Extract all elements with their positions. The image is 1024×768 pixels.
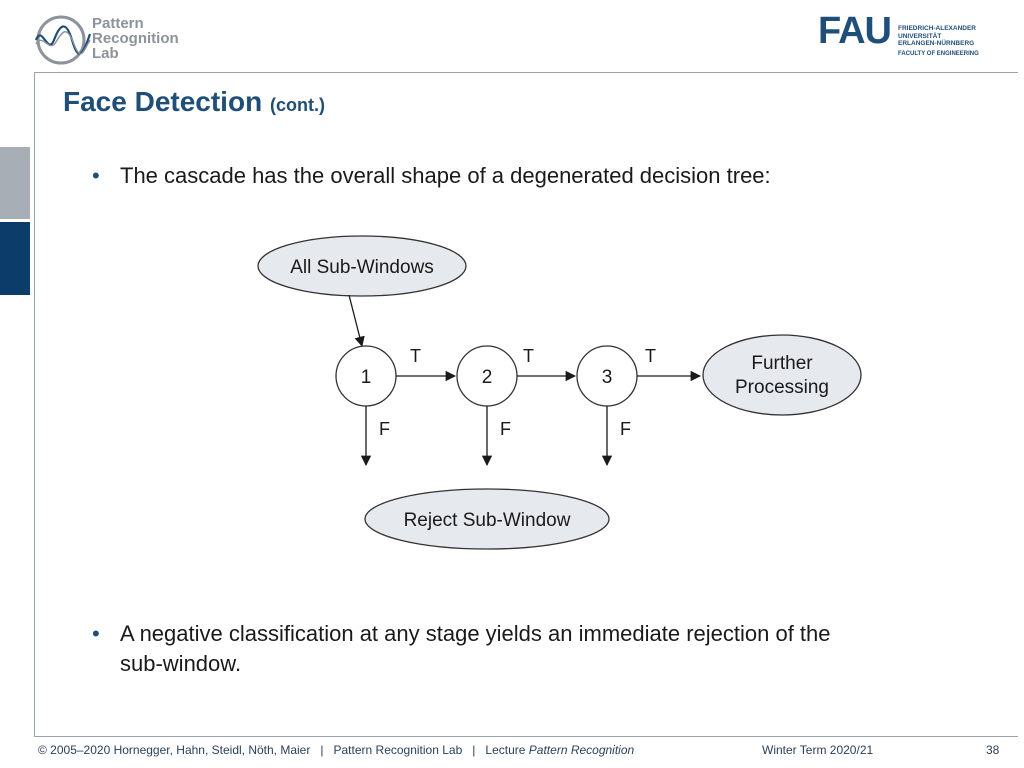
side-tab-gray xyxy=(0,147,30,219)
all-sub-windows-label: All Sub-Windows xyxy=(290,257,434,278)
stage-label-2: 2 xyxy=(482,367,493,388)
fau-logo: FAU FRIEDRICH-ALEXANDER UNIVERSITÄT ERLA… xyxy=(818,12,1008,60)
footer-credits-text: © 2005–2020 Hornegger, Hahn, Steidl, Nöt… xyxy=(38,743,311,757)
reject-sub-window-node xyxy=(364,488,610,550)
left-border xyxy=(34,72,35,737)
header-divider xyxy=(34,72,1018,73)
fau-uni-line: ERLANGEN-NÜRNBERG xyxy=(898,40,975,47)
false-label-3: F xyxy=(620,419,631,439)
slide-title: Face Detection (cont.) xyxy=(63,86,325,118)
reject-sub-window-label: Reject Sub-Window xyxy=(404,510,571,531)
fau-faculty: FACULTY OF ENGINEERING xyxy=(898,51,979,57)
false-label-2: F xyxy=(500,419,511,439)
further-processing-label-1: Further xyxy=(751,353,813,374)
fau-university-name: FRIEDRICH-ALEXANDER UNIVERSITÄT ERLANGEN… xyxy=(898,25,976,48)
bullet-dot-icon: • xyxy=(92,163,100,188)
slide-title-suffix: (cont.) xyxy=(269,95,325,115)
footer-separator: | xyxy=(472,743,476,757)
lab-name-line: Pattern xyxy=(92,15,144,32)
bullet-text-continuation: sub-window. xyxy=(120,651,242,676)
all-sub-windows-node xyxy=(257,235,467,297)
footer-lab: Pattern Recognition Lab xyxy=(333,743,463,757)
fau-uni-line: UNIVERSITÄT xyxy=(898,32,942,40)
pattern-recognition-lab-logo-icon xyxy=(34,15,92,65)
stage-label-3: 3 xyxy=(602,367,613,388)
false-label-1: F xyxy=(379,419,390,439)
footer-page-number: 38 xyxy=(986,743,1000,757)
footer-lecture-prefix: Lecture xyxy=(485,743,526,757)
further-processing-node xyxy=(702,334,862,416)
start-arrow xyxy=(348,294,365,348)
side-tab-blue xyxy=(0,222,30,295)
footer-lecture-name: Pattern Recognition xyxy=(528,743,635,757)
stage-label-1: 1 xyxy=(361,367,372,388)
footer-credits: © 2005–2020 Hornegger, Hahn, Steidl, Nöt… xyxy=(38,743,634,757)
cascade-diagram: All Sub-Windows 1 2 3 Further Processing… xyxy=(257,235,862,550)
footer-term: Winter Term 2020/21 xyxy=(762,743,874,757)
slide-title-text: Face Detection xyxy=(63,86,263,117)
fau-wordmark: FAU xyxy=(818,10,892,52)
fau-uni-line: FRIEDRICH-ALEXANDER xyxy=(898,25,976,32)
true-label-2: T xyxy=(523,346,534,366)
lab-name-line: Lab xyxy=(92,45,119,62)
bullet-dot-icon: • xyxy=(92,621,100,646)
lab-name: Pattern Recognition Lab xyxy=(92,16,179,61)
slide-header: Pattern Recognition Lab FAU FRIEDRICH-AL… xyxy=(0,0,1024,74)
true-label-3: T xyxy=(645,346,656,366)
bullet-text: A negative classification at any stage y… xyxy=(120,621,831,646)
footer-divider xyxy=(34,736,1018,737)
true-label-1: T xyxy=(410,346,421,366)
further-processing-label-2: Processing xyxy=(735,377,829,398)
footer-separator: | xyxy=(320,743,324,757)
lab-name-line: Recognition xyxy=(92,30,179,47)
bullet-text: The cascade has the overall shape of a d… xyxy=(120,163,771,188)
